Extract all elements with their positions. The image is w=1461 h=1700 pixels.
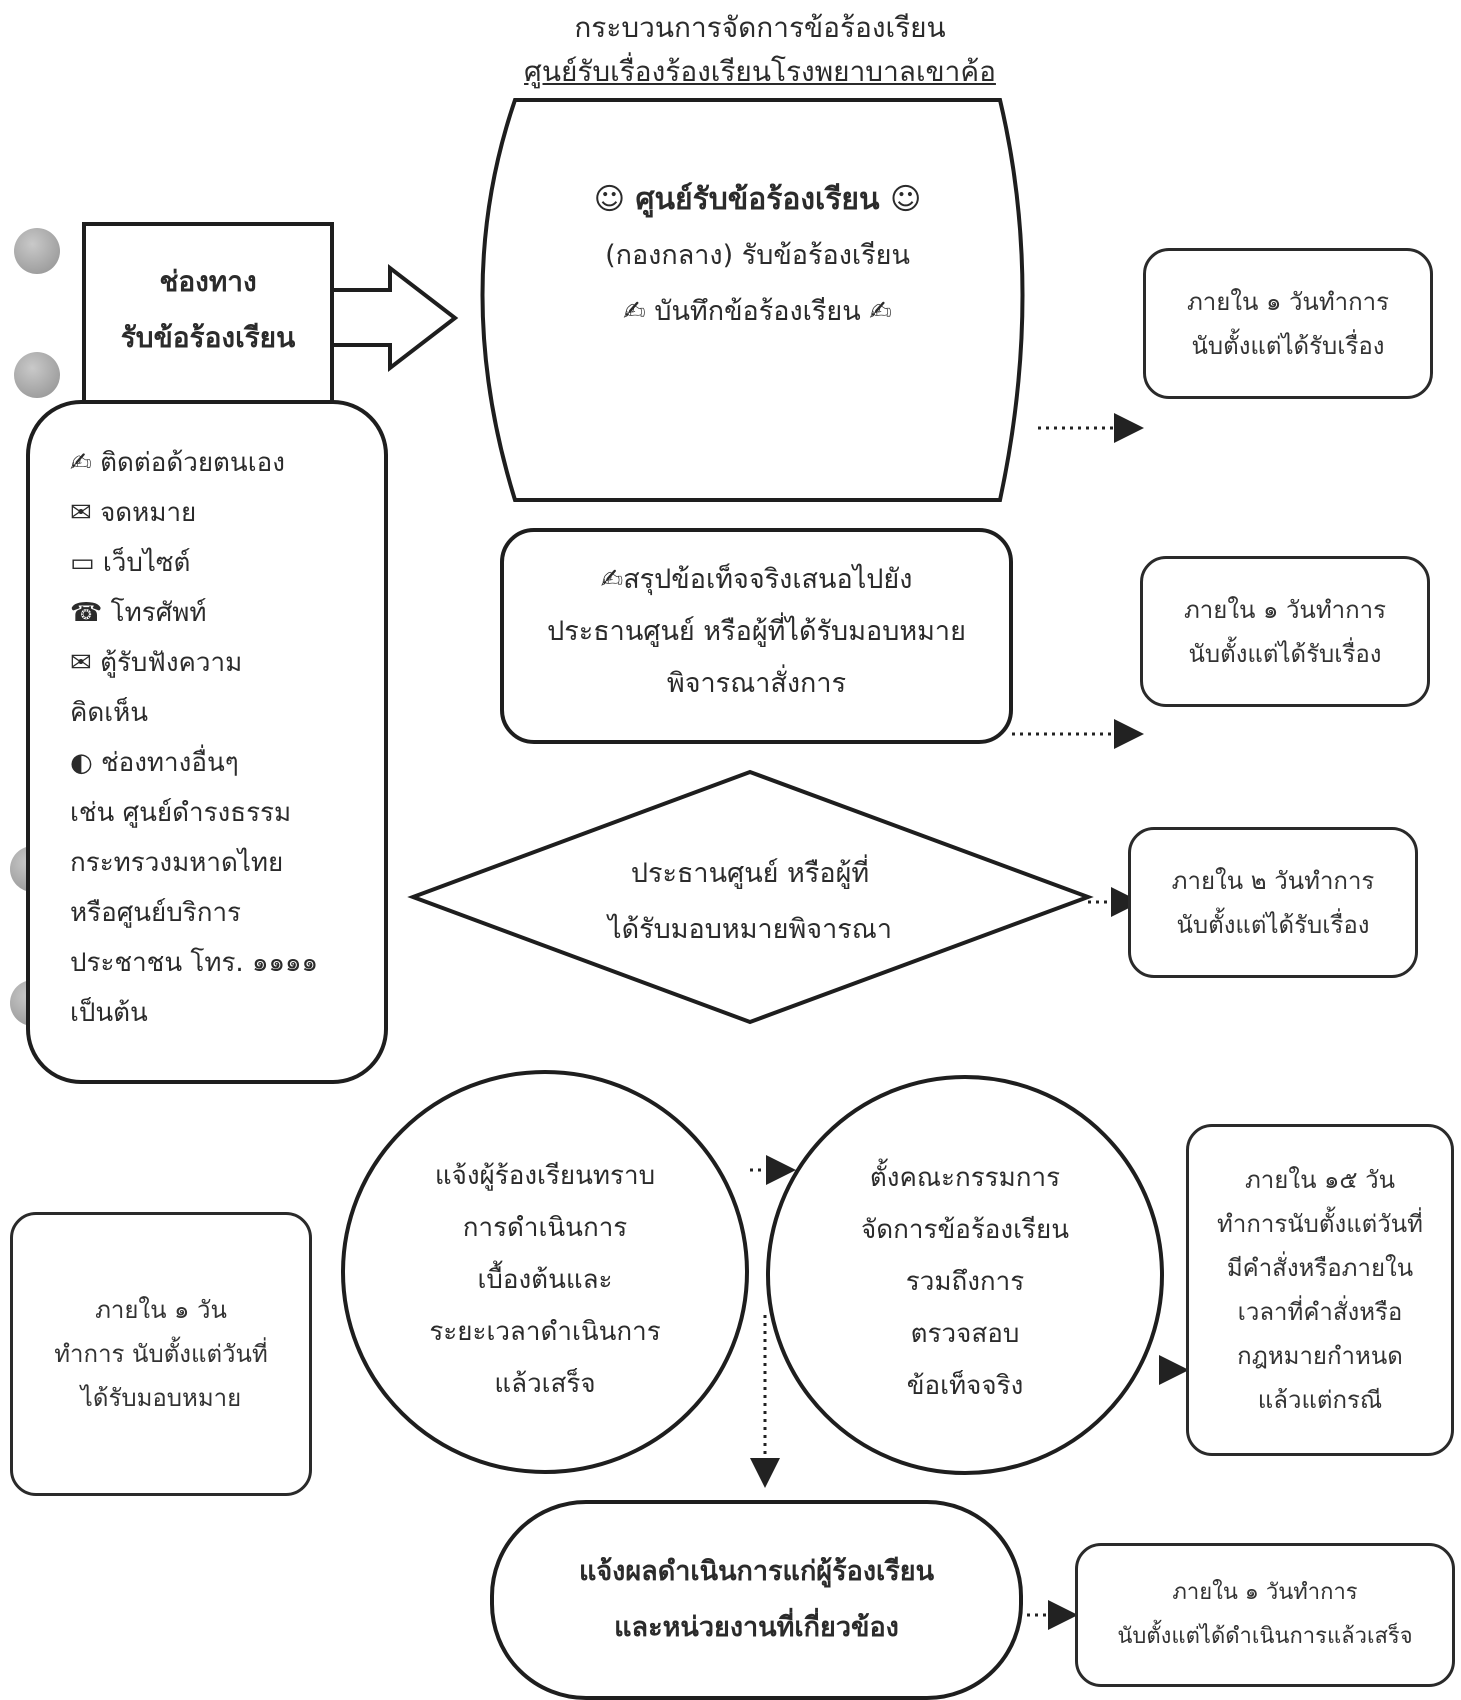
channel-item: กระทรวงมหาดไทย bbox=[70, 848, 284, 878]
binder-hole bbox=[14, 228, 60, 274]
center-shape bbox=[480, 98, 1025, 502]
center-text: ☺ ศูนย์รับข้อร้องเรียน ☺ (กองกลาง) รับข้… bbox=[500, 172, 1015, 340]
channel-list-box bbox=[26, 400, 388, 1084]
notify-text: แจ้งผู้ร้องเรียนทราบ การดำเนินการ เบื้อง… bbox=[429, 1161, 661, 1399]
pen-icon: ✍ bbox=[70, 448, 92, 478]
summary-box: ✍สรุปข้อเท็จจริงเสนอไปยัง ประธานศูนย์ หร… bbox=[500, 528, 1013, 744]
diagram-title: กระบวนการจัดการข้อร้องเรียน ศูนย์รับเรื่… bbox=[480, 6, 1040, 94]
channel-item: เช่น ศูนย์ดำรงธรรม bbox=[70, 798, 292, 828]
channel-item: ◐ ช่องทางอื่นๆ bbox=[70, 748, 239, 778]
committee-circle bbox=[766, 1075, 1164, 1475]
channel-heading: ช่องทาง รับข้อร้องเรียน bbox=[120, 265, 296, 354]
channel-item: หรือศูนย์บริการ bbox=[70, 898, 242, 928]
channel-item: ✉ ตู้รับฟังความ bbox=[70, 648, 243, 678]
binder-hole bbox=[14, 352, 60, 398]
final-box: แจ้งผลดำเนินการแก่ผู้ร้องเรียน และหน่วยง… bbox=[490, 1500, 1023, 1700]
center-heading: ☺ ศูนย์รับข้อร้องเรียน ☺ bbox=[593, 182, 922, 217]
channel-heading-box: ช่องทาง รับข้อร้องเรียน bbox=[82, 222, 334, 408]
timeframe-box-2: ภายใน ๑ วันทำการ นับตั้งแต่ได้รับเรื่อง bbox=[1140, 556, 1430, 707]
computer-icon: ▭ bbox=[70, 548, 95, 578]
channel-item: คิดเห็น bbox=[70, 698, 149, 728]
timeframe-box-1: ภายใน ๑ วันทำการ นับตั้งแต่ได้รับเรื่อง bbox=[1143, 248, 1433, 399]
letter-icon: ✉ bbox=[70, 498, 92, 528]
channel-item: ประชาชน โทร. ๑๑๑๑ bbox=[70, 948, 318, 978]
timeframe-box-6: ภายใน ๑ วันทำการ นับตั้งแต่ได้ดำเนินการแ… bbox=[1075, 1543, 1455, 1687]
notify-circle bbox=[341, 1070, 749, 1474]
smile-icon: ☺ bbox=[593, 182, 626, 217]
channel-item: เป็นต้น bbox=[70, 998, 148, 1028]
channel-item: ✉ จดหมาย bbox=[70, 498, 197, 528]
channel-arrow bbox=[328, 263, 459, 373]
center-line-2: (กองกลาง) รับข้อร้องเรียน bbox=[605, 240, 910, 271]
timeframe-box-5: ภายใน ๑ วัน ทำการ นับตั้งแต่วันที่ ได้รั… bbox=[10, 1212, 312, 1496]
pen-icon: ✍ bbox=[623, 296, 646, 327]
other-channel-icon: ◐ bbox=[70, 748, 93, 778]
committee-text: ตั้งคณะกรรมการ จัดการข้อร้องเรียน รวมถึง… bbox=[861, 1163, 1069, 1401]
smile-icon: ☺ bbox=[889, 182, 922, 217]
title-line-1: กระบวนการจัดการข้อร้องเรียน bbox=[574, 11, 946, 44]
channel-item: ▭ เว็บไซต์ bbox=[70, 548, 191, 578]
channel-item: ✍ ติดต่อด้วยตนเอง bbox=[70, 448, 285, 478]
decision-line-1: ประธานศูนย์ หรือผู้ที่ bbox=[630, 858, 870, 889]
timeframe-box-4: ภายใน ๑๕ วัน ทำการนับตั้งแต่วันที่ มีคำส… bbox=[1186, 1124, 1454, 1456]
summary-line-2: ประธานศูนย์ หรือผู้ที่ได้รับมอบหมาย bbox=[547, 616, 966, 647]
channel-item: ☎ โทรศัพท์ bbox=[70, 598, 207, 628]
summary-text: ✍สรุปข้อเท็จจริงเสนอไปยัง ประธานศูนย์ หร… bbox=[504, 554, 1009, 710]
timeframe-box-3: ภายใน ๒ วันทำการ นับตั้งแต่ได้รับเรื่อง bbox=[1128, 827, 1418, 978]
decision-diamond bbox=[407, 769, 1094, 1025]
summary-line-3: พิจารณาสั่งการ bbox=[666, 668, 847, 699]
center-line-3: ✍ บันทึกข้อร้องเรียน ✍ bbox=[623, 296, 892, 327]
pen-icon: ✍ bbox=[600, 564, 624, 595]
title-line-2: ศูนย์รับเรื่องร้องเรียนโรงพยาบาลเขาค้อ bbox=[524, 55, 996, 88]
decision-text: ประธานศูนย์ หรือผู้ที่ ได้รับมอบหมายพิจา… bbox=[560, 846, 940, 958]
pen-icon: ✍ bbox=[869, 296, 892, 327]
mailbox-icon: ✉ bbox=[70, 648, 92, 678]
decision-line-2: ได้รับมอบหมายพิจารณา bbox=[608, 914, 892, 945]
summary-line-1: ✍สรุปข้อเท็จจริงเสนอไปยัง bbox=[600, 564, 913, 595]
final-text: แจ้งผลดำเนินการแก่ผู้ร้องเรียน และหน่วยง… bbox=[578, 1556, 935, 1643]
telephone-icon: ☎ bbox=[70, 598, 103, 628]
